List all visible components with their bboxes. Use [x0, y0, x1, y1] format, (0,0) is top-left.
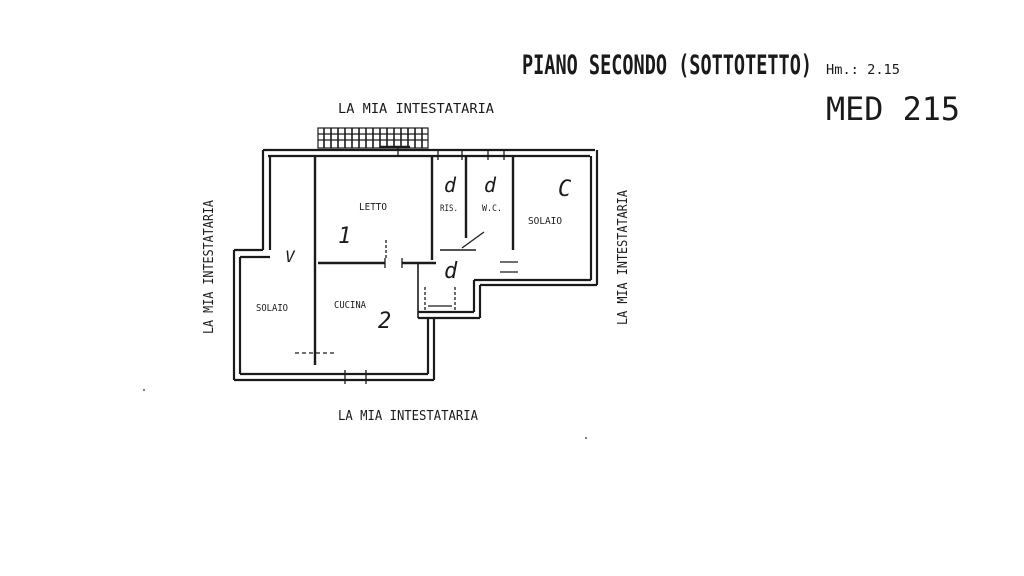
room-label-solaio-left: SOLAIO [256, 303, 288, 314]
door-markers [295, 145, 518, 384]
room-label-letto: LETTO [359, 202, 387, 213]
mark-d-1: d [444, 173, 457, 197]
stray-dot [585, 437, 587, 439]
boundary-label-left: LA MIA INTESTATARIA [202, 200, 217, 334]
mark-1: 1 [338, 224, 351, 249]
plan-title: PIANO SECONDO (SOTTOTETTO) [522, 50, 812, 81]
room-label-wc: W.C. [482, 204, 502, 214]
boundary-label-top: LA MIA INTESTATARIA [338, 102, 494, 117]
boundary-label-bottom: LA MIA INTESTATARIA [338, 409, 478, 424]
plan-code: MED 215 [826, 90, 960, 128]
mark-d-2: d [484, 173, 497, 197]
boundary-label-right: LA MIA INTESTATARIA [616, 190, 631, 325]
stray-dot [143, 389, 145, 391]
room-label-cucina: CUCINA [334, 300, 366, 311]
mark-v: V [285, 247, 296, 266]
room-label-solaio-right: SOLAIO [528, 216, 562, 227]
mark-d-3: d [444, 259, 458, 284]
outer-walls [232, 148, 599, 382]
mark-2: 2 [378, 309, 391, 334]
room-label-ripostiglio: RIS. [440, 204, 458, 214]
balcony-railing [317, 127, 429, 149]
interior-walls [313, 156, 515, 365]
mark-c: C [558, 177, 572, 202]
height-note: Hm.: 2.15 [826, 63, 900, 78]
